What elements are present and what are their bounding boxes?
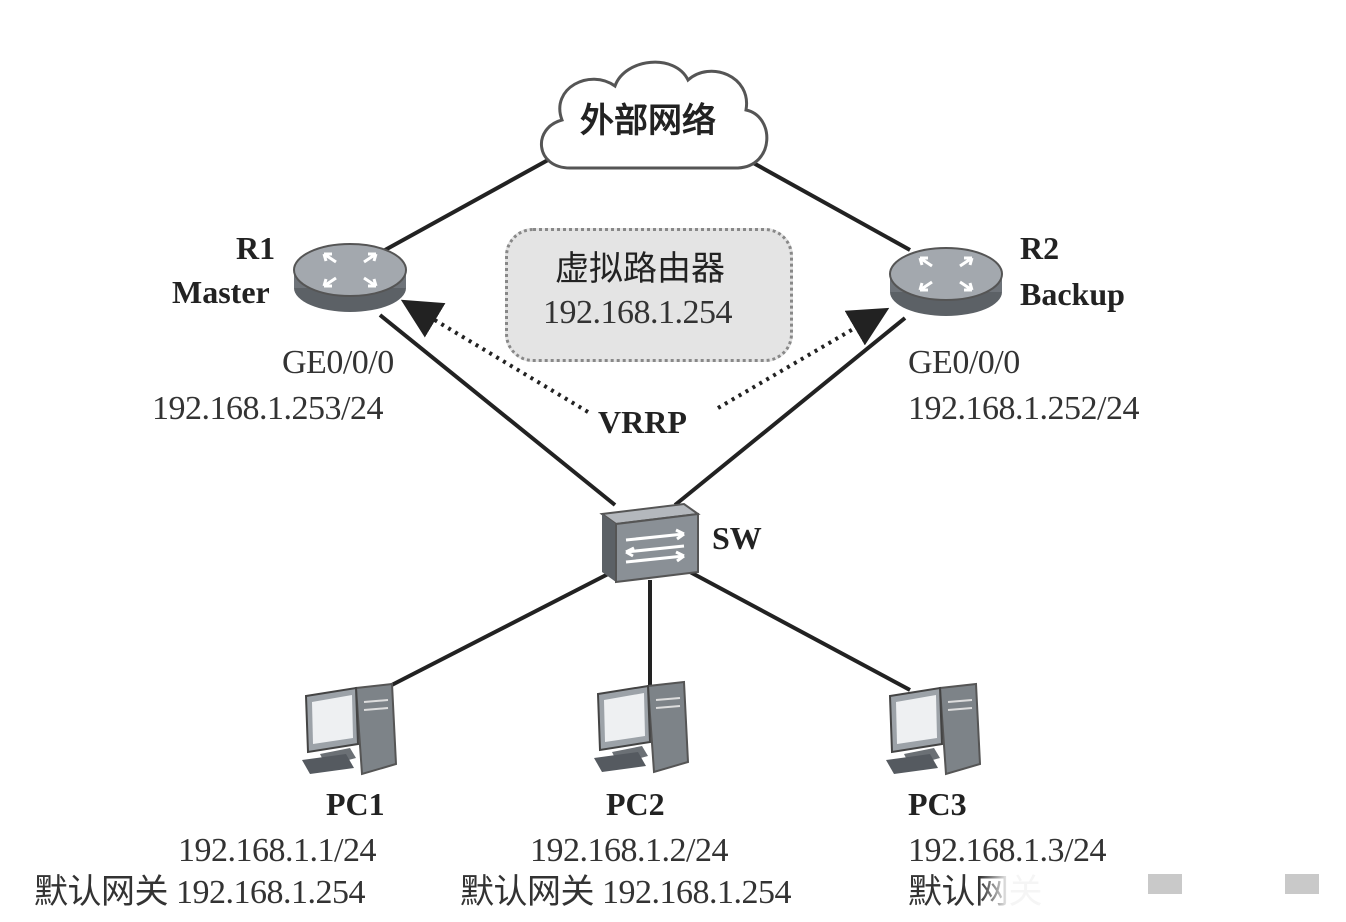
virtual-router-box [505, 228, 793, 362]
link-sw-pc1 [381, 570, 613, 692]
r1-name: R1 [236, 230, 276, 266]
watermark-block [1285, 874, 1319, 894]
r2-interface: GE0/0/0 [908, 344, 1020, 381]
desktop-pc-icon [886, 682, 982, 776]
virtual-router-ip: 192.168.1.254 [543, 294, 733, 331]
link-cloud-r2 [747, 158, 911, 252]
r1-role: Master [172, 274, 270, 310]
pc2-gateway: 默认网关 192.168.1.254 [460, 874, 792, 911]
pc2-ip: 192.168.1.2/24 [530, 832, 728, 869]
cloud-label: 外部网络 [580, 101, 716, 141]
cloud-icon [539, 60, 769, 170]
virtual-router-title: 虚拟路由器 [555, 249, 725, 289]
watermark-block [1148, 874, 1182, 894]
pc3-ip: 192.168.1.3/24 [908, 832, 1106, 869]
r1-ip: 192.168.1.253/24 [152, 390, 383, 427]
pc1-name: PC1 [326, 786, 385, 822]
switch-name: SW [712, 520, 762, 556]
pc3-name: PC3 [908, 786, 967, 822]
r2-ip: 192.168.1.252/24 [908, 390, 1139, 427]
pc1-gateway: 默认网关 192.168.1.254 [34, 874, 366, 911]
pc2-name: PC2 [606, 786, 665, 822]
r2-role: Backup [1020, 276, 1125, 312]
r2-name: R2 [1020, 230, 1060, 266]
router-icon [293, 243, 407, 312]
router-icon [889, 247, 1003, 316]
switch-icon [599, 502, 701, 584]
link-cloud-r1 [384, 158, 549, 252]
link-r1-sw [378, 313, 617, 507]
link-sw-pc3 [689, 570, 911, 692]
vrrp-arrow-r1 [400, 299, 590, 414]
link-r2-sw [673, 316, 907, 507]
vrrp-label: VRRP [598, 404, 687, 440]
pc1-ip: 192.168.1.1/24 [178, 832, 376, 869]
desktop-pc-icon [594, 680, 690, 774]
r1-interface: GE0/0/0 [282, 344, 394, 381]
vrrp-arrow-r2 [716, 307, 890, 410]
desktop-pc-icon [302, 682, 398, 776]
